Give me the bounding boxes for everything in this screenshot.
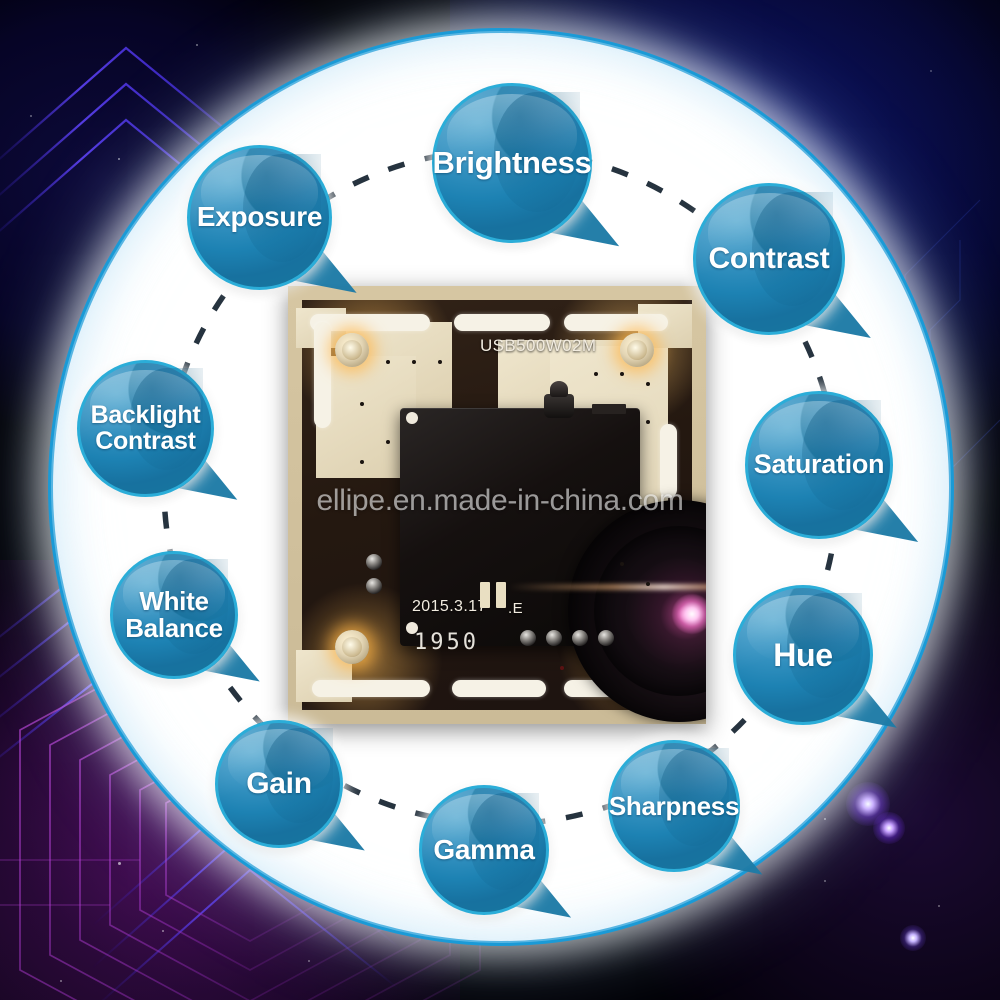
bubble-tail-sharpness <box>701 824 763 875</box>
bubble-gain[interactable]: Gain <box>215 720 365 851</box>
lens-flare-streak <box>508 584 706 590</box>
bubble-exposure[interactable]: Exposure <box>187 145 357 293</box>
lens-lock-screw <box>544 381 574 418</box>
bubble-sharpness[interactable]: Sharpness <box>608 740 763 875</box>
bubble-saturation[interactable]: Saturation <box>745 391 919 542</box>
bubble-circle-exposure[interactable]: Exposure <box>187 145 332 290</box>
bubble-tail-exposure <box>289 237 357 293</box>
pcb-slot-top-mid <box>454 314 550 331</box>
mount-hole-bottom-left <box>335 630 369 664</box>
pcb-slot-top-right <box>564 314 668 331</box>
bubble-label-exposure: Exposure <box>196 201 323 233</box>
bubble-circle-saturation[interactable]: Saturation <box>745 391 893 539</box>
header-pin-3 <box>572 630 588 646</box>
bubble-gamma[interactable]: Gamma <box>419 785 572 918</box>
bubble-brightness[interactable]: Brightness <box>432 83 620 247</box>
pcb-substrate: USB500W02M 2015.3.17 .E 1950 <box>296 300 706 722</box>
bubble-label-contrast: Contrast <box>708 241 830 275</box>
smd-resistor-a <box>480 582 490 608</box>
mount-hole-top-left <box>335 333 369 367</box>
bubble-circle-brightness[interactable]: Brightness <box>432 83 592 243</box>
pcb-slot-right-vert-top <box>660 424 677 498</box>
pcb-slot-left-vert <box>314 322 331 428</box>
mount-hole-top-right <box>620 333 654 367</box>
bubble-tail-contrast <box>800 280 871 339</box>
bubble-label-sharpness: Sharpness <box>608 790 740 821</box>
smd-resistor-b <box>496 582 506 608</box>
bubble-label-gamma: Gamma <box>433 833 535 865</box>
test-point-1 <box>366 554 382 570</box>
bubble-hue[interactable]: Hue <box>733 585 897 728</box>
header-pin-1 <box>520 630 536 646</box>
test-point-2 <box>366 578 382 594</box>
bubble-contrast[interactable]: Contrast <box>693 183 871 339</box>
bubble-tail-gain <box>305 801 365 851</box>
bubble-tail-white-balance <box>200 632 260 682</box>
pcb-slot-bottom-mid <box>452 680 546 697</box>
lens-mount-screw-left-lower <box>406 622 418 634</box>
board-revision-text: .E <box>508 600 523 617</box>
bubble-circle-hue[interactable]: Hue <box>733 585 873 725</box>
bubble-tail-backlight-contrast <box>174 447 238 500</box>
bubble-label-gain: Gain <box>246 766 312 800</box>
bubble-tail-gamma <box>511 868 572 918</box>
header-pin-2 <box>546 630 562 646</box>
bubble-label-hue: Hue <box>773 636 833 673</box>
bubble-tail-saturation <box>850 485 919 542</box>
pcb-slot-bottom-left <box>312 680 430 697</box>
pcb-slot-top-left <box>310 314 430 331</box>
lens-mount-screw-left <box>406 412 418 424</box>
board-model-text: USB500W02M <box>480 336 597 355</box>
pcb-pad-top-left-lower <box>316 356 416 478</box>
camera-module-board: USB500W02M 2015.3.17 .E 1950 <box>288 286 706 724</box>
board-led-code: 1950 <box>414 630 479 655</box>
board-date-text: 2015.3.17 <box>412 598 487 615</box>
bubble-label-saturation: Saturation <box>753 449 885 480</box>
bubble-circle-sharpness[interactable]: Sharpness <box>608 740 740 872</box>
lens-glass <box>594 526 706 696</box>
bubble-tail-brightness <box>545 185 620 247</box>
bubble-tail-hue <box>832 674 897 728</box>
header-pin-4 <box>598 630 614 646</box>
bubble-label-brightness: Brightness <box>432 145 592 181</box>
bubble-circle-gamma[interactable]: Gamma <box>419 785 549 915</box>
bubble-circle-contrast[interactable]: Contrast <box>693 183 845 335</box>
lens-bracket-tab <box>592 404 626 414</box>
bubble-circle-gain[interactable]: Gain <box>215 720 343 848</box>
lens-flare-highlight <box>672 594 706 634</box>
